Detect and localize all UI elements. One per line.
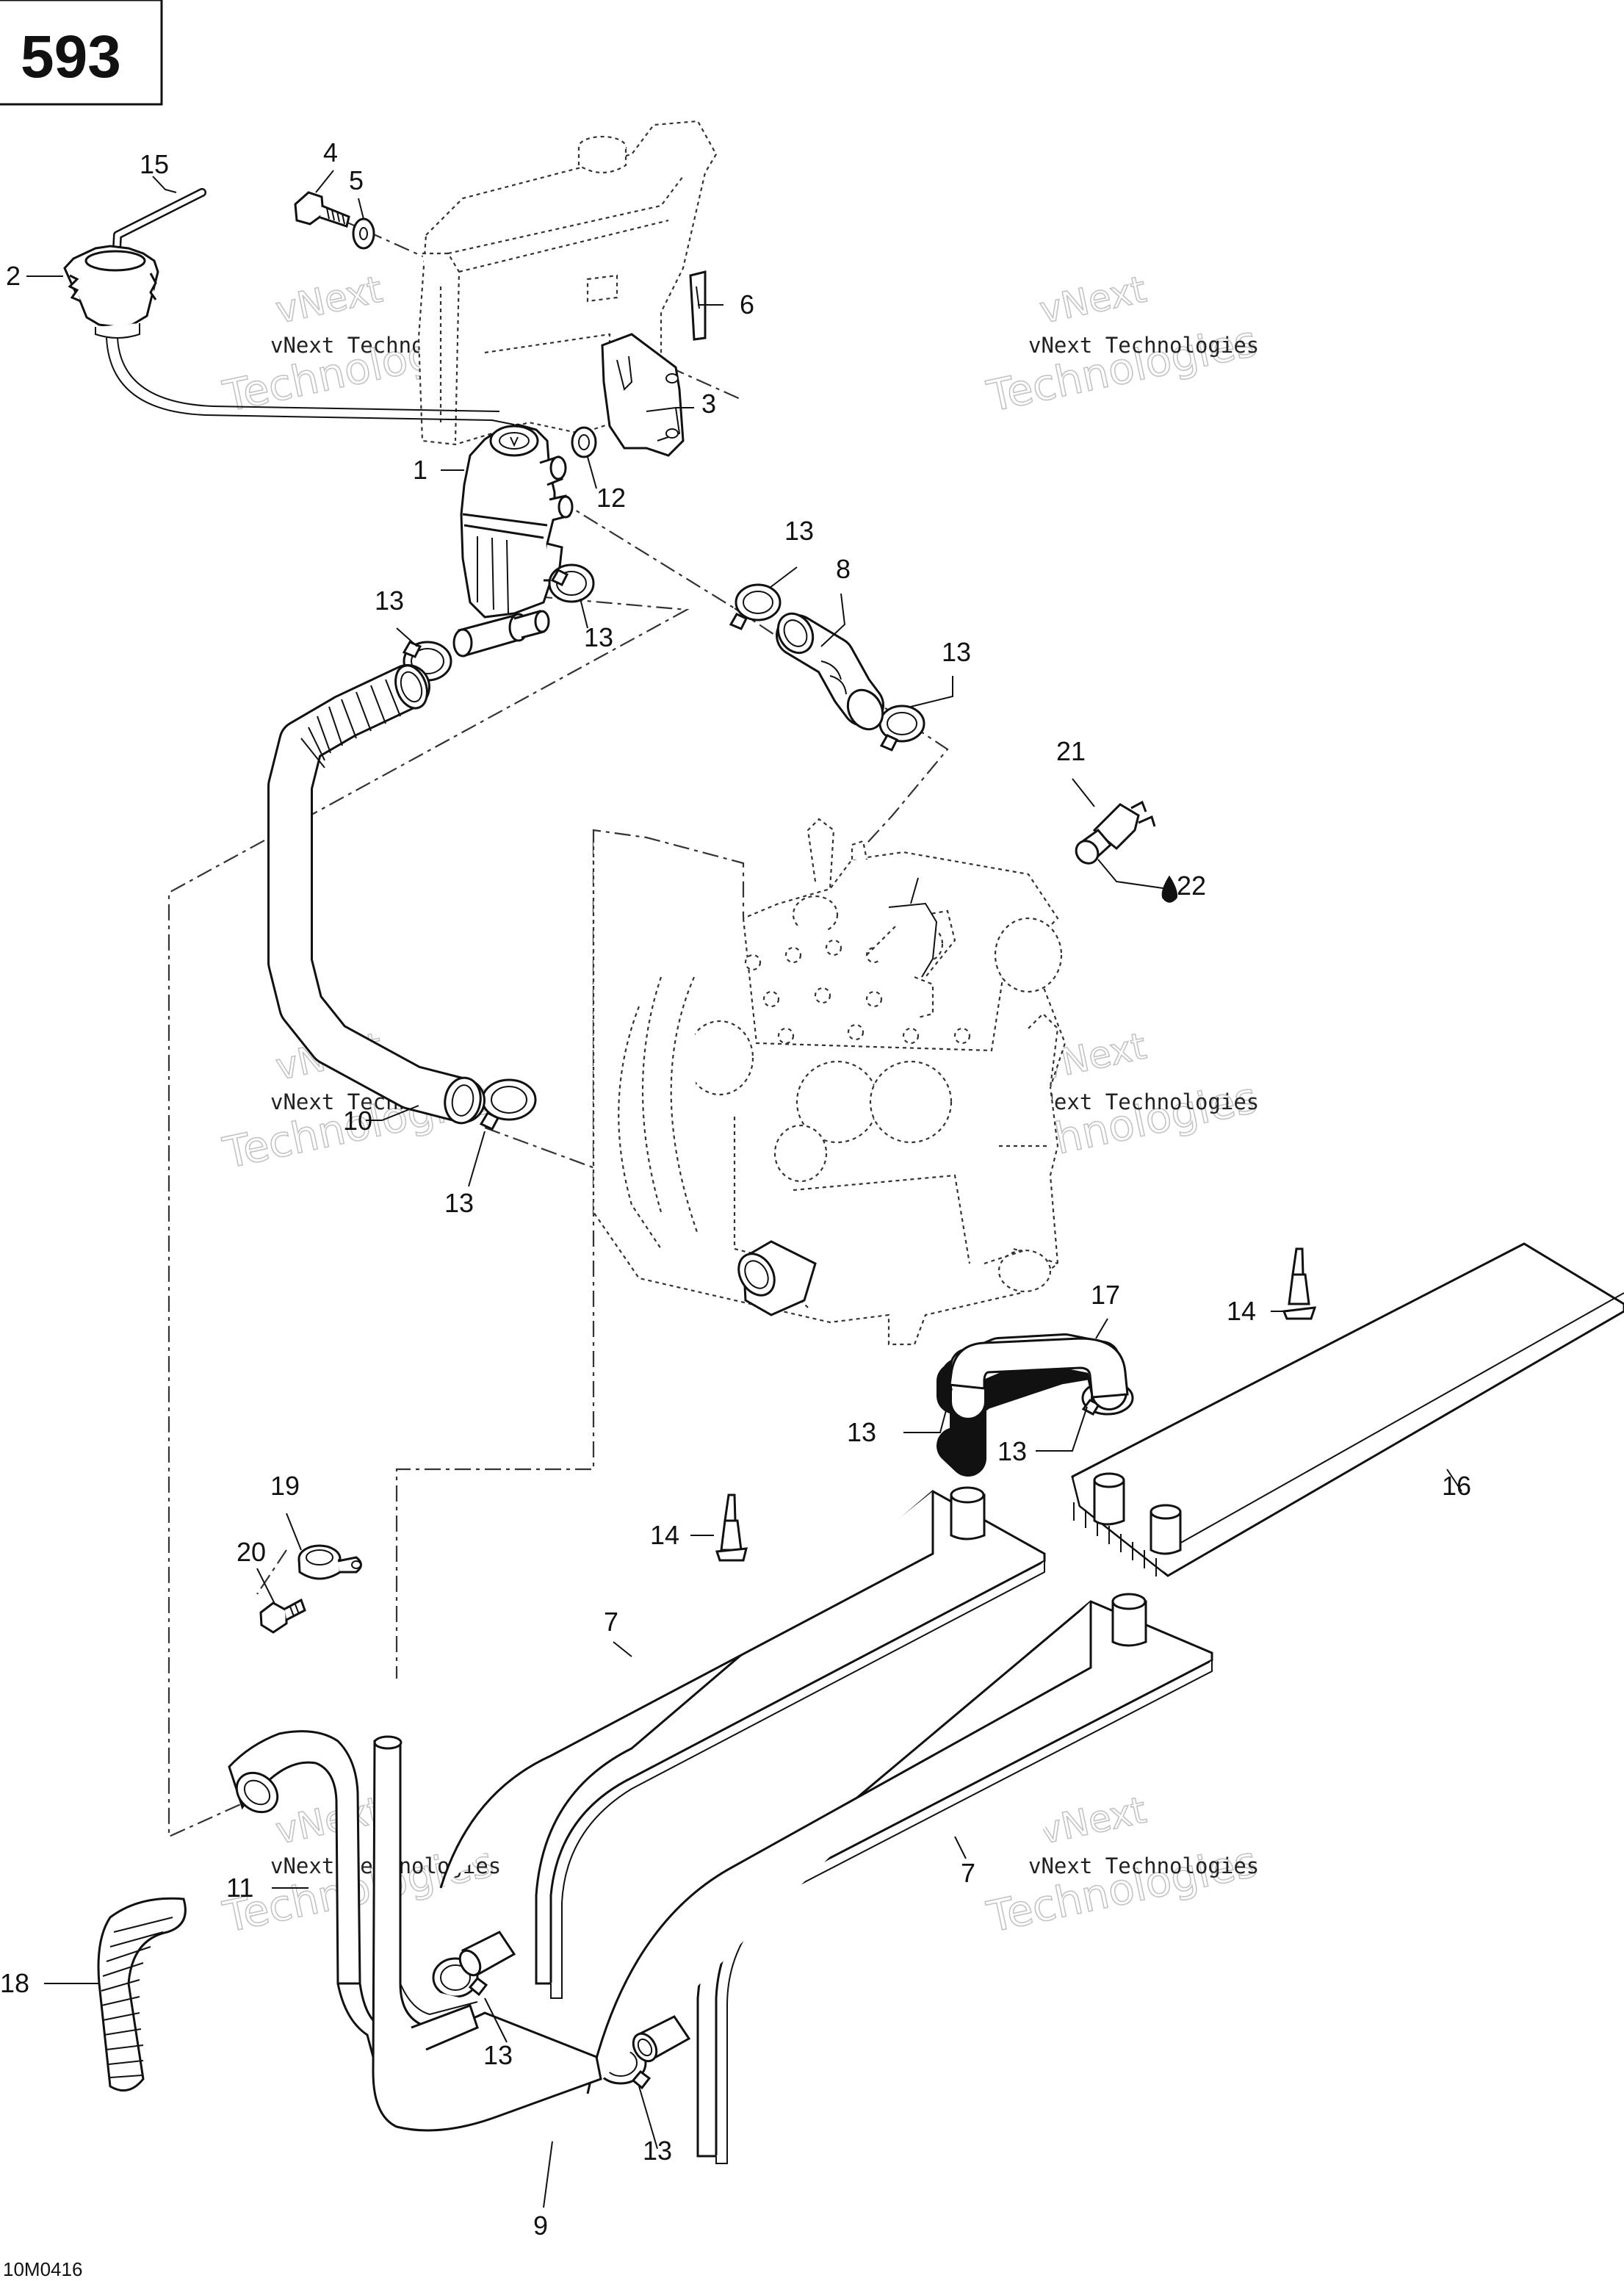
reservoir-outlet [452,610,550,657]
svg-text:Technologies: Technologies [983,316,1262,422]
svg-text:vNext Technologies: vNext Technologies [1028,333,1259,358]
callout-13-i: 13 [643,2136,672,2166]
engine-top-fitting [851,840,938,978]
callout-6: 6 [740,289,754,320]
callout-13-h: 13 [483,2040,513,2070]
part-5-washer [352,217,375,250]
callout-3: 3 [701,389,716,419]
svg-text:Technologies: Technologies [983,1837,1262,1942]
watermark-2: vNext Technologies vNext Technologies [982,267,1262,422]
part-7-heat-exchanger-b [586,1593,1213,2164]
callout-5: 5 [349,165,364,195]
callouts: 15 2 4 5 6 3 1 12 13 8 13 13 13 21 22 10… [0,137,1471,2241]
engine-outlet-fitting [737,1240,817,1316]
callout-22: 22 [1177,871,1206,901]
callout-13-e: 13 [444,1188,474,1218]
callout-13-a: 13 [784,516,814,546]
part-17-u-hose-shape [948,1337,1129,1399]
svg-text:vNext Technologies: vNext Technologies [1028,1089,1259,1114]
part-13-clamp-c [729,583,782,630]
part-13-clamp-h [432,1957,488,1998]
page-number: 593 [21,24,121,90]
part-10-upper-hose [267,664,486,1125]
callout-13-d: 13 [942,637,971,667]
part-14-rivet-a [1282,1247,1317,1320]
callout-18: 18 [0,1968,29,1998]
callout-13-f: 13 [847,1417,876,1447]
callout-12: 12 [596,483,626,513]
part-20-screw [259,1598,306,1634]
callout-7-b: 7 [961,1858,975,1888]
callout-13-c: 13 [584,622,613,652]
part-22-sealant-icon [1161,875,1178,903]
svg-text:vNext Technologies: vNext Technologies [1028,1853,1259,1878]
callout-9: 9 [533,2210,548,2241]
callout-10: 10 [343,1106,372,1136]
part-13-clamp-b [548,563,595,603]
callout-7-a: 7 [604,1607,618,1637]
callout-19: 19 [270,1471,300,1501]
callout-14-b: 14 [650,1520,679,1550]
part-13-clamp-d [878,705,925,752]
part-14-rivet-b [715,1493,748,1562]
part-8-elbow-hose [776,612,884,731]
part-19-clamp-bracket [297,1544,362,1580]
engine [592,818,1067,1346]
exchanger-nipple-b [632,2015,691,2063]
part-21-temp-sensor [1075,800,1156,865]
part-9-return-hose [336,1735,602,2132]
callout-13-g: 13 [997,1436,1027,1466]
page-number-box: 593 [0,0,163,106]
part-12-grommet [571,426,597,458]
callout-21: 21 [1056,736,1086,766]
callout-17: 17 [1091,1280,1120,1310]
callout-13-b: 13 [375,585,404,616]
part-3-bracket [601,333,685,457]
callout-16: 16 [1442,1471,1471,1501]
part-18-protective-sleeve [97,1897,187,2092]
callout-2: 2 [6,261,21,291]
callout-1: 1 [413,455,427,485]
callout-15: 15 [140,149,169,179]
callout-4: 4 [323,137,338,167]
part-2-vent-cap [63,245,159,339]
callout-8: 8 [836,554,851,584]
part-4-bolt [294,191,350,228]
svg-text:vNext: vNext [272,1789,386,1853]
callout-11: 11 [226,1873,253,1903]
callout-20: 20 [237,1537,266,1567]
part-16-heat-exchanger [1071,1242,1624,1577]
callout-14-a: 14 [1227,1296,1256,1326]
exchanger-nipple-a [458,1931,516,1977]
part-7-heat-exchanger-a [439,1486,1046,1999]
drawing-code: 10M0416 [3,2258,82,2280]
svg-text:vNext: vNext [272,268,386,332]
svg-text:vNext: vNext [1036,268,1150,332]
part-11-formed-hose [228,1730,361,1985]
leader-lines [26,170,1462,2208]
vent-line [106,337,515,425]
part-13-clamp-e [479,1078,537,1131]
